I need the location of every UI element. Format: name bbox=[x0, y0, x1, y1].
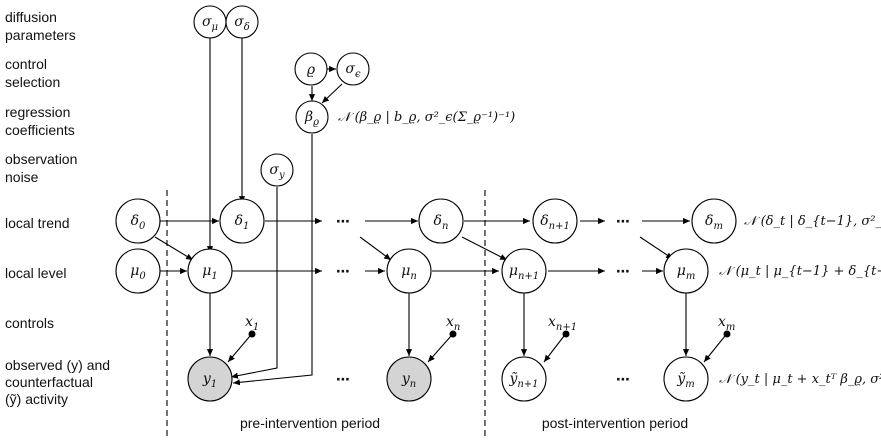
node-mu-n: μn bbox=[386, 248, 432, 294]
svg-text:δn: δn bbox=[434, 213, 449, 232]
edge-delta0-to-mu1 bbox=[154, 236, 194, 261]
svg-text:ỹm: ỹm bbox=[676, 371, 694, 390]
node-beta-rho: βϱ bbox=[295, 100, 329, 134]
formula-trend: 𝒩 (δ_t | δ_{t−1}, σ²_δ ) bbox=[744, 214, 881, 229]
control-x-1: x1 bbox=[245, 314, 259, 338]
node-sigma-mu: σμ bbox=[193, 5, 227, 39]
ellipsis-level-pre: ⋯ bbox=[336, 264, 350, 280]
svg-text:y1: y1 bbox=[202, 371, 217, 390]
svg-text:σy: σy bbox=[269, 162, 285, 181]
svg-text:μm: μm bbox=[677, 263, 696, 282]
row-label-level: local level bbox=[5, 265, 66, 281]
edges bbox=[154, 38, 726, 386]
edge-xm-to-ytm bbox=[703, 335, 726, 363]
node-mu-1: μ1 bbox=[187, 248, 233, 294]
ellipsis-trend-pre: ⋯ bbox=[336, 214, 350, 230]
row-label-control-line1: control bbox=[5, 56, 47, 72]
node-mu-0: μ0 bbox=[115, 248, 161, 294]
row-label-observed-line2: counterfactual bbox=[5, 374, 93, 390]
svg-text:xm: xm bbox=[718, 314, 735, 333]
row-label-observed-line1: observed (y) and bbox=[5, 357, 110, 373]
svg-text:μn: μn bbox=[401, 263, 417, 282]
edge-deltapre-to-mun bbox=[359, 236, 392, 261]
node-mu-m: μm bbox=[663, 248, 709, 294]
svg-text:ỹn+1: ỹn+1 bbox=[508, 371, 538, 390]
svg-text:xn+1: xn+1 bbox=[548, 314, 577, 333]
svg-text:μn+1: μn+1 bbox=[509, 263, 539, 282]
node-y-tilde-n1: ỹn+1 bbox=[501, 356, 547, 402]
row-label-regression-line1: regression bbox=[5, 104, 70, 120]
control-x-n1: xn+1 bbox=[548, 314, 577, 338]
node-rho: ϱ bbox=[294, 52, 328, 86]
period-label-pre: pre-intervention period bbox=[240, 415, 380, 431]
row-label-observed-line3: (ỹ) activity bbox=[5, 391, 68, 407]
row-label-diffusion-line1: diffusion bbox=[5, 9, 57, 25]
row-label-diffusion-line2: parameters bbox=[5, 27, 76, 43]
formula-level: 𝒩 (μ_t | μ_{t−1} + δ_{t−1}, σ²_μ) bbox=[719, 264, 881, 279]
node-sigma-delta: σδ bbox=[225, 5, 259, 39]
svg-text:xn: xn bbox=[446, 314, 460, 333]
svg-text:δm: δm bbox=[705, 213, 723, 232]
svg-text:δn+1: δn+1 bbox=[540, 213, 570, 232]
edge-sigma-eps-to-beta bbox=[321, 83, 343, 104]
edge-deltan-to-mun1 bbox=[461, 236, 508, 261]
nodes: σμ σδ ϱ σϵ βϱ σy δ0 δ1 bbox=[115, 5, 737, 402]
ellipsis-trend-post: ⋯ bbox=[616, 214, 630, 230]
node-delta-m: δm bbox=[691, 198, 737, 244]
row-labels: diffusion parameters control selection r… bbox=[5, 9, 110, 407]
svg-text:βϱ: βϱ bbox=[304, 109, 319, 128]
svg-text:μ0: μ0 bbox=[130, 263, 146, 282]
node-delta-0: δ0 bbox=[115, 198, 161, 244]
svg-text:σϵ: σϵ bbox=[345, 61, 361, 80]
ellipsis-obs-post: ⋯ bbox=[616, 372, 630, 388]
svg-text:δ1: δ1 bbox=[235, 213, 250, 232]
node-delta-n: δn bbox=[418, 198, 464, 244]
node-sigma-eps: σϵ bbox=[336, 52, 370, 86]
node-sigma-y: σy bbox=[260, 153, 294, 187]
row-label-regression-line2: coefficients bbox=[5, 122, 75, 138]
period-label-post: post-intervention period bbox=[542, 415, 688, 431]
control-x-m: xm bbox=[718, 314, 735, 338]
svg-text:yn: yn bbox=[401, 371, 416, 390]
node-y-tilde-m: ỹm bbox=[663, 356, 709, 402]
row-label-controls: controls bbox=[5, 315, 54, 331]
svg-text:μ1: μ1 bbox=[202, 263, 217, 282]
node-delta-n1: δn+1 bbox=[532, 198, 578, 244]
edge-xn1-to-ytn1 bbox=[543, 335, 565, 363]
node-y-1: y1 bbox=[187, 356, 233, 402]
edge-sigma-y-to-y1 bbox=[230, 187, 278, 379]
svg-text:δ0: δ0 bbox=[131, 213, 146, 232]
edge-beta-to-y1 bbox=[232, 134, 313, 386]
edge-deltapre-to-mum bbox=[639, 236, 674, 260]
control-covariates: x1 xn xn+1 xm bbox=[245, 314, 735, 338]
row-label-trend: local trend bbox=[5, 215, 70, 231]
svg-text:x1: x1 bbox=[245, 314, 259, 333]
control-x-n: xn bbox=[446, 314, 460, 338]
ellipsis-level-post: ⋯ bbox=[616, 264, 630, 280]
ellipsis-obs-pre: ⋯ bbox=[336, 372, 350, 388]
edge-xn-to-yn bbox=[427, 335, 452, 363]
formula-beta-prior: 𝒩 (β_ϱ | b_ϱ, σ²_ϵ(Σ_ϱ⁻¹)⁻¹) bbox=[338, 110, 515, 125]
row-label-control-line2: selection bbox=[5, 74, 60, 90]
row-label-noise-line1: observation bbox=[5, 151, 77, 167]
svg-text:σδ: σδ bbox=[234, 14, 250, 33]
ellipses: ⋯ ⋯ ⋯ ⋯ ⋯ ⋯ bbox=[336, 214, 630, 388]
row-label-noise-line2: noise bbox=[5, 169, 39, 185]
formulas: 𝒩 (β_ϱ | b_ϱ, σ²_ϵ(Σ_ϱ⁻¹)⁻¹) 𝒩 (δ_t | δ_… bbox=[338, 110, 881, 387]
svg-text:σμ: σμ bbox=[202, 14, 218, 33]
node-delta-1: δ1 bbox=[219, 198, 265, 244]
edge-x1-to-y1 bbox=[227, 335, 251, 363]
formula-observation: 𝒩 (y_t | μ_t + x_tᵀ β_ϱ, σ²_y) bbox=[719, 372, 881, 387]
svg-text:ϱ: ϱ bbox=[307, 62, 316, 78]
node-mu-n1: μn+1 bbox=[501, 248, 547, 294]
node-y-n: yn bbox=[386, 356, 432, 402]
